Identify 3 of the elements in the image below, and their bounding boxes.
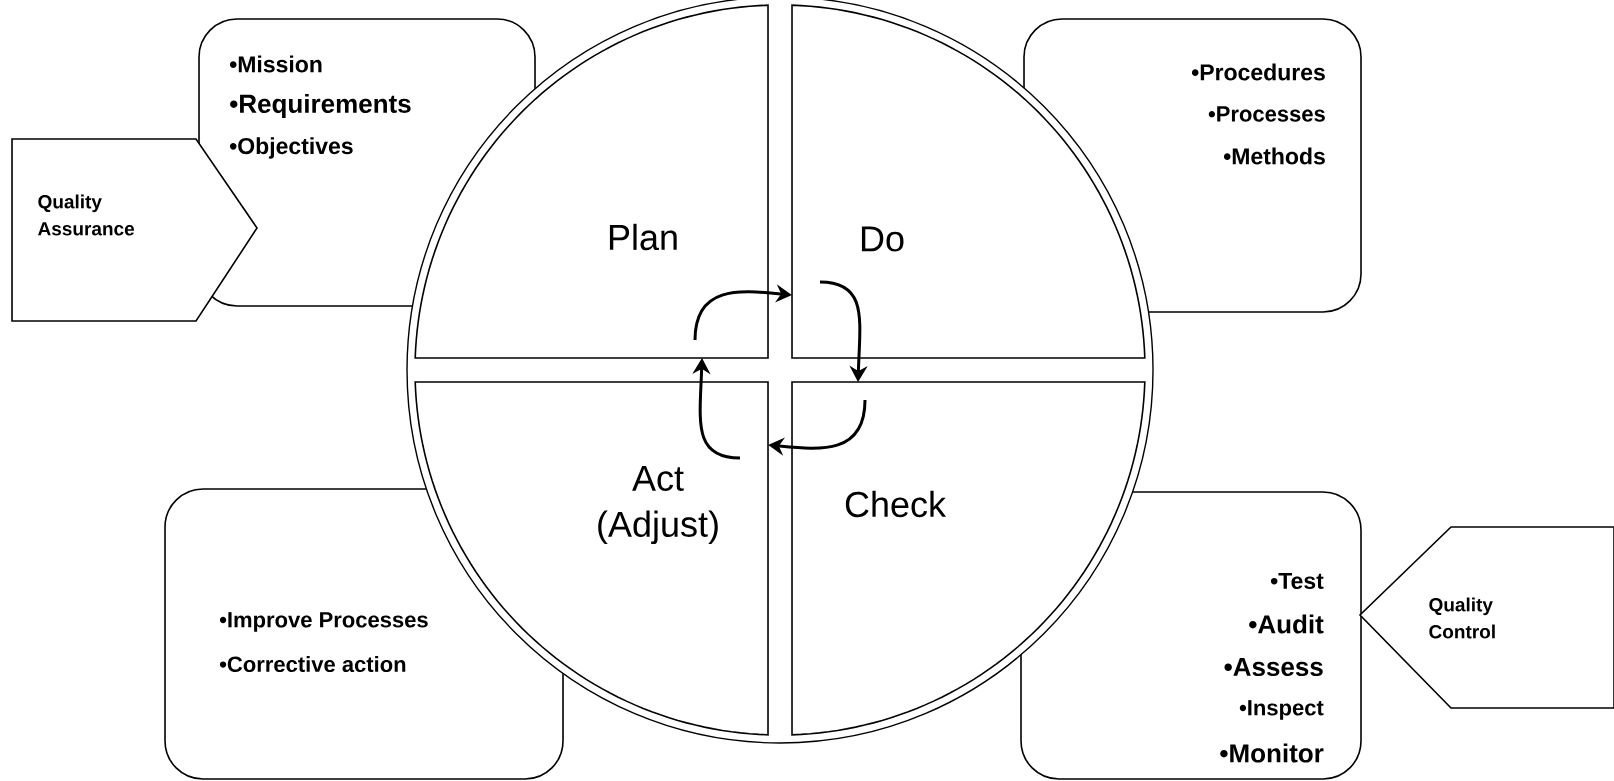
circle-quadrant: Check bbox=[791, 381, 1146, 736]
circle-quadrant: Plan bbox=[414, 4, 769, 359]
circle-quadrant: Do bbox=[791, 4, 1146, 359]
